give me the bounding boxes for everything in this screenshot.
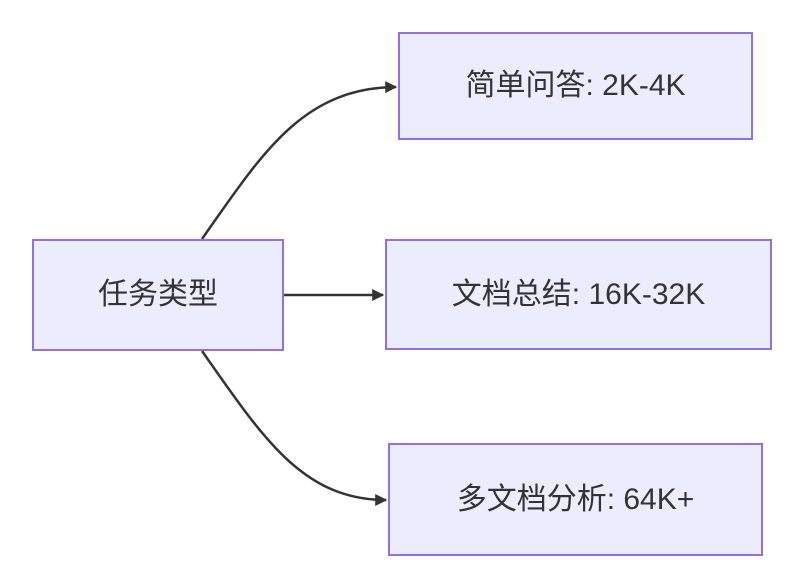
node-multi-doc-analysis: 多文档分析: 64K+ — [388, 443, 763, 556]
node-doc-summary-label: 文档总结: 16K-32K — [451, 277, 706, 311]
edge-root-to-branch-0 — [200, 81, 398, 240]
node-task-type-label: 任务类型 — [98, 278, 218, 311]
node-doc-summary: 文档总结: 16K-32K — [385, 239, 772, 350]
node-simple-qa: 简单问答: 2K-4K — [398, 32, 753, 140]
edge-root-to-branch-2 — [200, 350, 388, 506]
node-simple-qa-label: 简单问答: 2K-4K — [465, 69, 686, 102]
node-task-type: 任务类型 — [32, 239, 284, 351]
node-multi-doc-analysis-label: 多文档分析: 64K+ — [456, 482, 695, 516]
